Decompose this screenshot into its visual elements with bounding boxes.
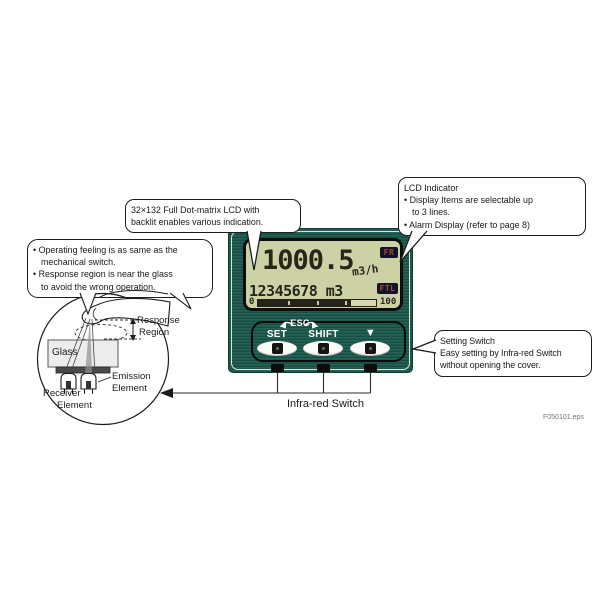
down-infrared-switch bbox=[350, 341, 390, 356]
callout-line: • Response region is near the glass bbox=[33, 269, 173, 280]
callout-line: Easy setting by Infra-red Switch bbox=[440, 348, 562, 359]
infrared-sensor-window bbox=[364, 343, 376, 354]
left-arrowhead-icon bbox=[160, 388, 173, 398]
infrared-switch-label: Infra-red Switch bbox=[287, 398, 365, 410]
shift-label: SHIFT bbox=[308, 329, 339, 340]
lcd-bargraph bbox=[257, 299, 377, 307]
infrared-connector-lines bbox=[172, 373, 372, 394]
set-infrared-switch bbox=[257, 341, 297, 356]
lcd-flow-unit: m3/h bbox=[351, 262, 380, 279]
lcd-flow-value: 1000.5 bbox=[262, 245, 355, 276]
lcd-bar-min: 0 bbox=[249, 297, 255, 307]
callout-line: • Display Items are selectable up bbox=[404, 195, 533, 206]
emission-element bbox=[80, 372, 97, 390]
switch-cluster-outline bbox=[251, 321, 406, 362]
callout-line: • Operating feeling is as same as the bbox=[33, 245, 178, 255]
callout-operating-feeling: • Operating feeling is as same as the me… bbox=[27, 239, 213, 298]
callout-title: LCD Indicator bbox=[404, 183, 459, 193]
lcd-screen: 1000.5 m3/h FR 12345678 m3 FTL 0 100 bbox=[246, 241, 400, 308]
callout-line: 32×132 Full Dot-matrix LCD with bbox=[131, 205, 260, 215]
callout-line: backlit enables various indication. bbox=[131, 217, 264, 228]
emission-element-label: Element bbox=[112, 383, 147, 394]
figure-file-label: F050101.eps bbox=[543, 414, 584, 421]
lcd-flow-mode-badge: FR bbox=[380, 247, 398, 258]
lcd-bargraph-fill bbox=[258, 300, 352, 306]
callout-lcd-indicator: LCD Indicator • Display Items are select… bbox=[398, 177, 586, 236]
glass-label: Glass bbox=[52, 347, 78, 358]
callout-line: • Alarm Display (refer to page 8) bbox=[404, 219, 530, 230]
infrared-sensor-window bbox=[317, 343, 329, 354]
receiver-element bbox=[60, 372, 77, 390]
set-switch-port bbox=[271, 364, 284, 372]
esc-label: ESC bbox=[290, 318, 310, 328]
callout-line: to 3 lines. bbox=[412, 207, 450, 218]
shift-switch-port bbox=[317, 364, 330, 372]
lcd-total-value: 12345678 m3 bbox=[249, 282, 343, 300]
response-region-label: Region bbox=[139, 327, 170, 338]
lcd-bargraph-tick bbox=[287, 300, 290, 305]
element-base-strip bbox=[55, 366, 111, 374]
shift-infrared-switch bbox=[303, 341, 343, 356]
callout-title: Setting Switch bbox=[440, 336, 495, 346]
callout-dot-matrix-lcd: 32×132 Full Dot-matrix LCD with backlit … bbox=[125, 199, 301, 234]
ir-beam bbox=[85, 318, 92, 374]
lcd-total-mode-badge: FTL bbox=[377, 283, 398, 294]
set-label: SET bbox=[266, 329, 288, 340]
callout-line: mechanical switch. bbox=[41, 257, 116, 268]
down-arrow-icon: ▼ bbox=[364, 327, 377, 339]
lcd-bargraph-tick bbox=[345, 300, 348, 305]
lcd-frame: 1000.5 m3/h FR 12345678 m3 FTL 0 100 bbox=[243, 238, 403, 311]
response-region-label: Response bbox=[137, 315, 180, 326]
callout-setting-switch: Setting Switch Easy setting by Infra-red… bbox=[434, 330, 592, 377]
lcd-bar-max: 100 bbox=[380, 297, 397, 307]
down-switch-port bbox=[364, 364, 377, 372]
pressed-finger-outline bbox=[74, 324, 128, 342]
lcd-bargraph-tick bbox=[317, 300, 319, 305]
receiver-element-label: Element bbox=[57, 400, 92, 411]
infrared-sensor-window bbox=[271, 343, 283, 354]
emission-element-label: Emission bbox=[112, 371, 151, 382]
callout-line: without opening the cover. bbox=[440, 360, 541, 371]
callout-line: to avoid the wrong operation. bbox=[41, 281, 156, 292]
receiver-element-label: Receiver bbox=[43, 388, 81, 399]
